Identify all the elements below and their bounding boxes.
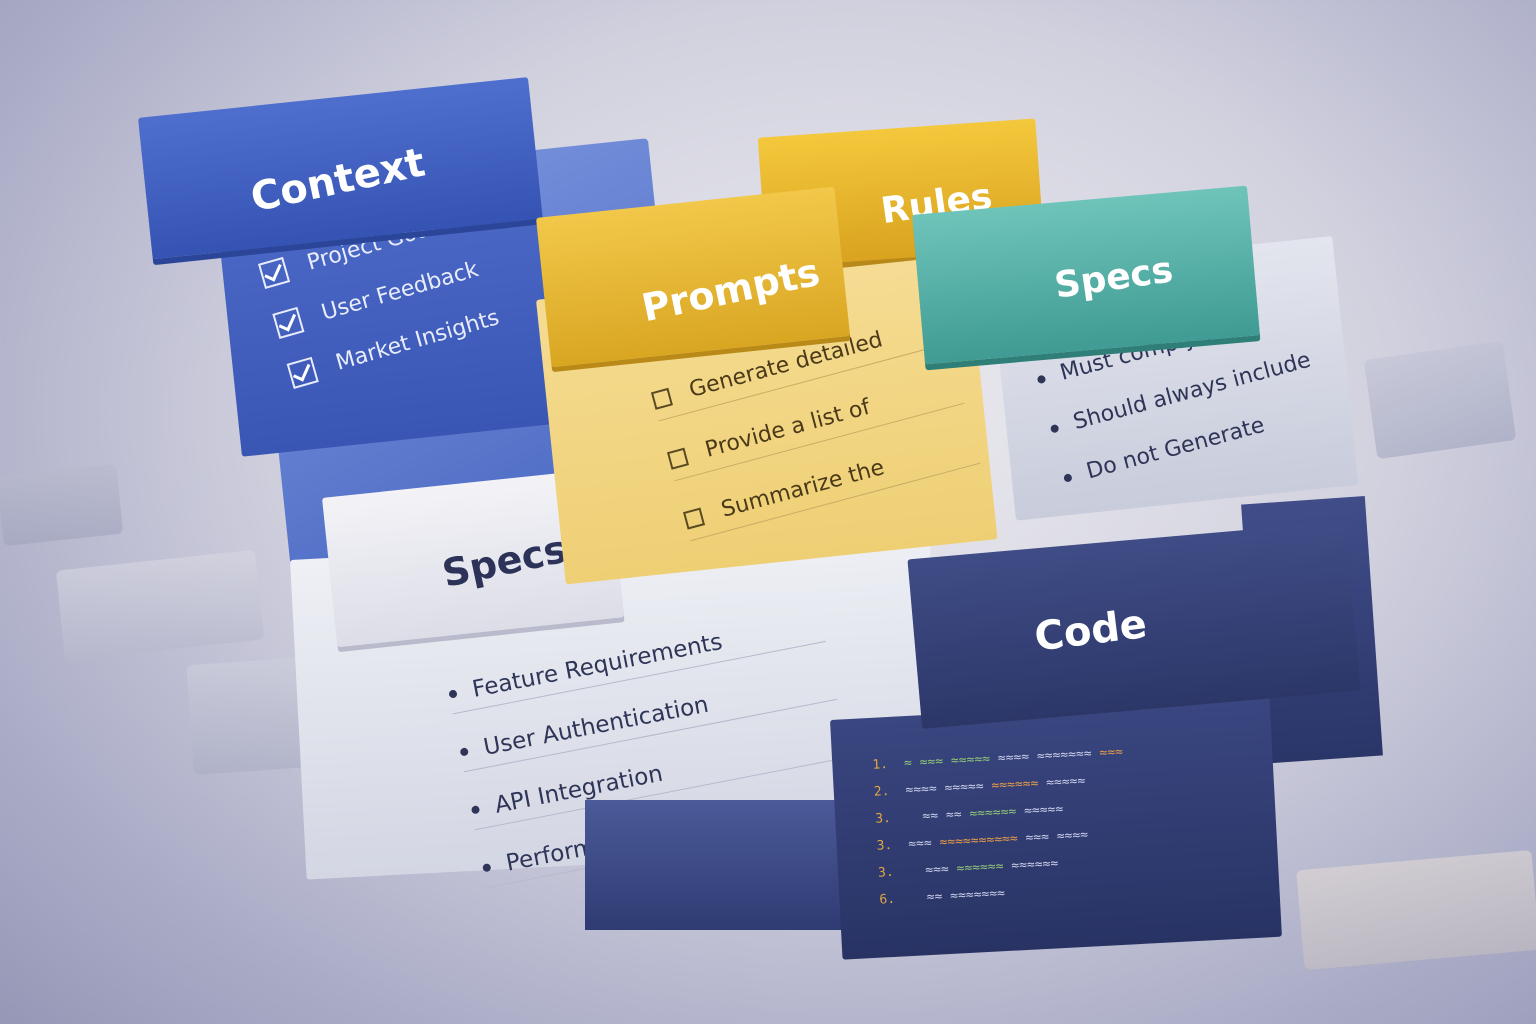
code-title: Code xyxy=(1031,601,1150,661)
bullet-icon xyxy=(470,805,481,815)
code-block-body: 1.≈ ≈≈≈ ≈≈≈≈≈ ≈≈≈≈ ≈≈≈≈≈≈≈ ≈≈≈ 2.≈≈≈≈ ≈≈… xyxy=(830,696,1282,960)
bullet-icon xyxy=(1062,472,1073,483)
prompts-title: Prompts xyxy=(637,249,824,331)
background-box xyxy=(1363,340,1517,460)
bullet-icon xyxy=(1036,374,1047,384)
bullet-icon xyxy=(448,689,458,699)
checkbox-checked-icon xyxy=(286,356,319,389)
prompts-block-header: Prompts xyxy=(536,186,851,368)
context-title: Context xyxy=(246,139,429,222)
code-block-back xyxy=(585,800,865,930)
checkbox-checked-icon xyxy=(272,306,305,339)
background-box xyxy=(1296,849,1536,971)
specs-top-title: Specs xyxy=(1052,249,1176,307)
checkbox-empty-icon xyxy=(666,447,689,470)
bullet-icon xyxy=(1049,423,1060,434)
bullet-icon xyxy=(482,863,492,873)
specs-bottom-title: Specs xyxy=(438,526,571,596)
bullet-icon xyxy=(459,747,469,757)
checkbox-empty-icon xyxy=(650,387,673,410)
background-box xyxy=(0,463,124,547)
specs-top-block-header: Specs xyxy=(912,185,1260,365)
background-box xyxy=(55,549,265,661)
checkbox-checked-icon xyxy=(257,256,291,290)
checkbox-empty-icon xyxy=(682,507,705,530)
code-snippet: 1.≈ ≈≈≈ ≈≈≈≈≈ ≈≈≈≈ ≈≈≈≈≈≈≈ ≈≈≈ 2.≈≈≈≈ ≈≈… xyxy=(872,744,1124,908)
